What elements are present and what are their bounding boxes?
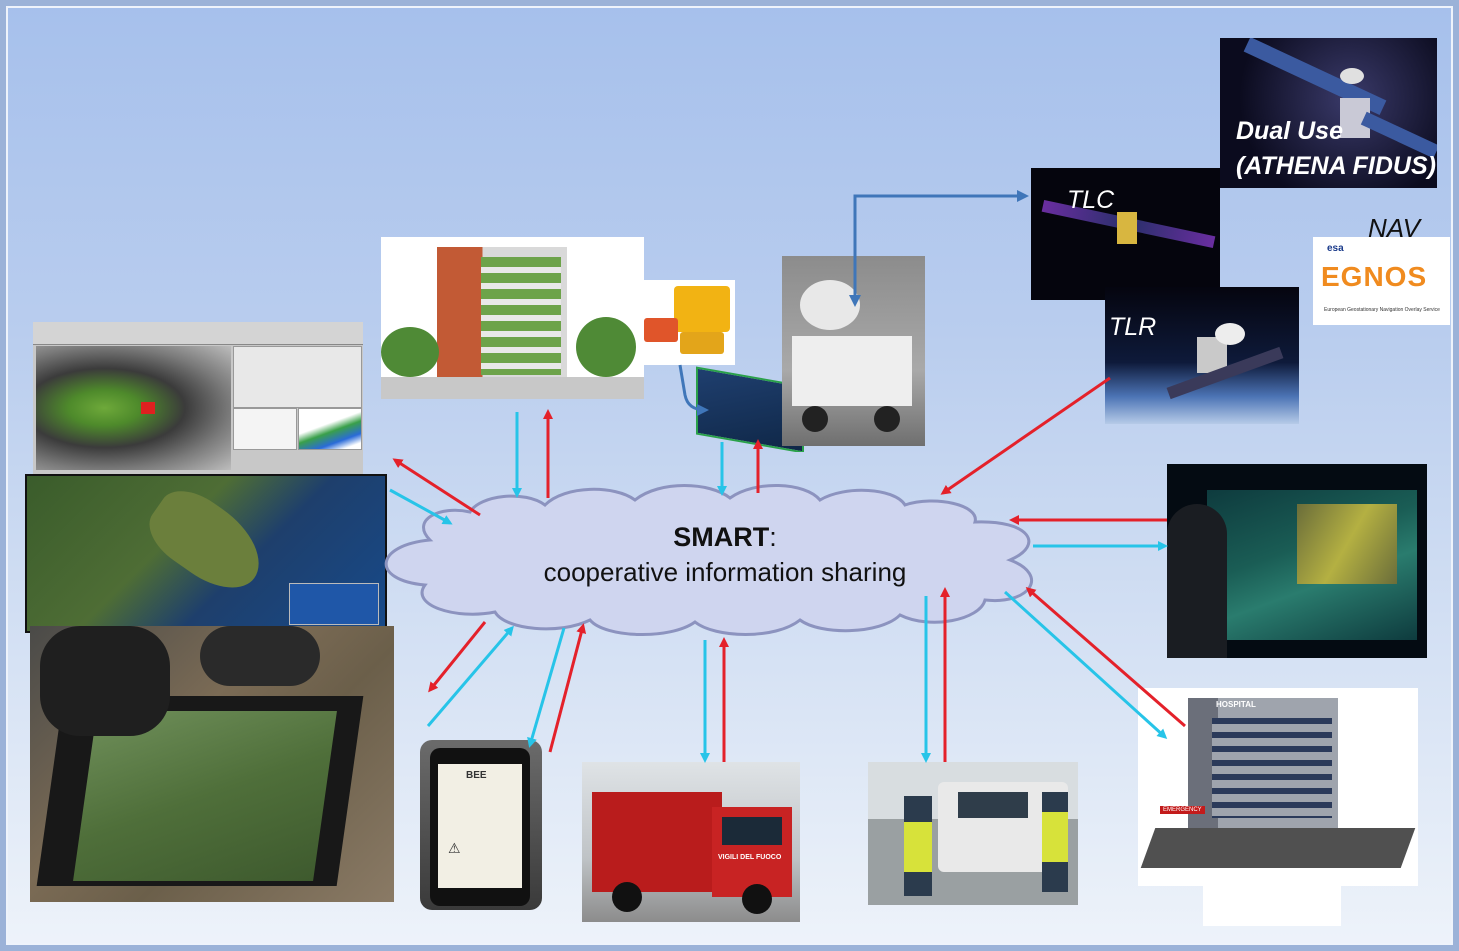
- dual-use-satellite-dish: [1340, 68, 1364, 84]
- curve-panel: [298, 408, 362, 450]
- world-inset-map: [289, 583, 379, 625]
- tlr-label: TLR: [1109, 313, 1157, 341]
- tree-right: [576, 317, 636, 377]
- tlc-satellite-body: [1117, 212, 1137, 244]
- gis-software-window: [33, 322, 363, 474]
- tlc-label: TLC: [1067, 186, 1115, 214]
- operator-silhouette: [1167, 504, 1227, 658]
- sensor-case-photo: [640, 280, 735, 365]
- arrow-to-hospital: [1003, 590, 1168, 740]
- egnos-caption: European Geostationary Navigation Overla…: [1324, 307, 1440, 313]
- phone-app-logo: BEE: [466, 770, 487, 781]
- emergency-sign: EMERGENCY: [1160, 806, 1205, 814]
- terrain-hotspot: [141, 402, 155, 414]
- smart-title: SMART:: [470, 522, 980, 553]
- smart-cloud: [384, 483, 1033, 637]
- egnos-logo: esa EGNOS European Geostationary Navigat…: [1313, 237, 1450, 325]
- smart-subtitle: cooperative information sharing: [543, 557, 907, 587]
- egnos-wordmark: EGNOS: [1321, 261, 1428, 292]
- hospital-photo-extension: [1203, 886, 1341, 926]
- civil-protection-photo: [868, 762, 1078, 905]
- smartphone-photo: BEE ⚠: [420, 740, 542, 910]
- arrow-sensor-to-gateway: [678, 364, 709, 416]
- smart-title-colon: :: [769, 522, 777, 552]
- arrow-from-touch-table: [426, 625, 514, 727]
- smart-title-bold: SMART: [673, 522, 770, 552]
- dual-use-label-line1: Dual Use: [1236, 117, 1343, 145]
- arrow-from-hospital: [1025, 587, 1186, 728]
- arrow-from-tlr: [940, 376, 1111, 495]
- histogram-panel: [233, 408, 297, 450]
- map-overlay: [1297, 504, 1397, 584]
- arrow-to-phone: [527, 627, 566, 748]
- dual-use-satellite-panel: [1220, 38, 1437, 188]
- esa-label: esa: [1327, 243, 1344, 254]
- terrain-map: [36, 346, 231, 470]
- tlr-satellite-dish: [1215, 323, 1245, 345]
- phone-screen: [438, 764, 522, 888]
- warning-icon: ⚠: [448, 840, 461, 856]
- command-center-photo: [1167, 464, 1427, 658]
- italy-night-map: [25, 474, 387, 633]
- hospital-sign: HOSPITAL: [1216, 700, 1256, 709]
- fire-truck-photo: VIGILI DEL FUOCO: [582, 762, 800, 922]
- arrow-from-phone: [548, 623, 587, 753]
- tree-left: [381, 327, 439, 377]
- hospital-photo: HOSPITAL EMERGENCY: [1138, 688, 1418, 886]
- arrow-to-gis: [392, 458, 481, 517]
- arrow-to-touch-table: [428, 621, 487, 693]
- fire-truck-text: VIGILI DEL FUOCO: [718, 854, 782, 861]
- smart-building-photo: [381, 237, 644, 399]
- touch-table-photo: [30, 626, 394, 902]
- arrow-trailer-to-tlc: [853, 190, 1029, 300]
- arrow-from-gis: [389, 488, 453, 525]
- tlr-satellite-panel: [1105, 287, 1299, 424]
- smart-cloud-text: SMART: cooperative information sharing: [470, 522, 980, 588]
- tlc-satellite-panel: [1031, 168, 1220, 300]
- dual-use-label-line2: (ATHENA FIDUS): [1236, 152, 1436, 180]
